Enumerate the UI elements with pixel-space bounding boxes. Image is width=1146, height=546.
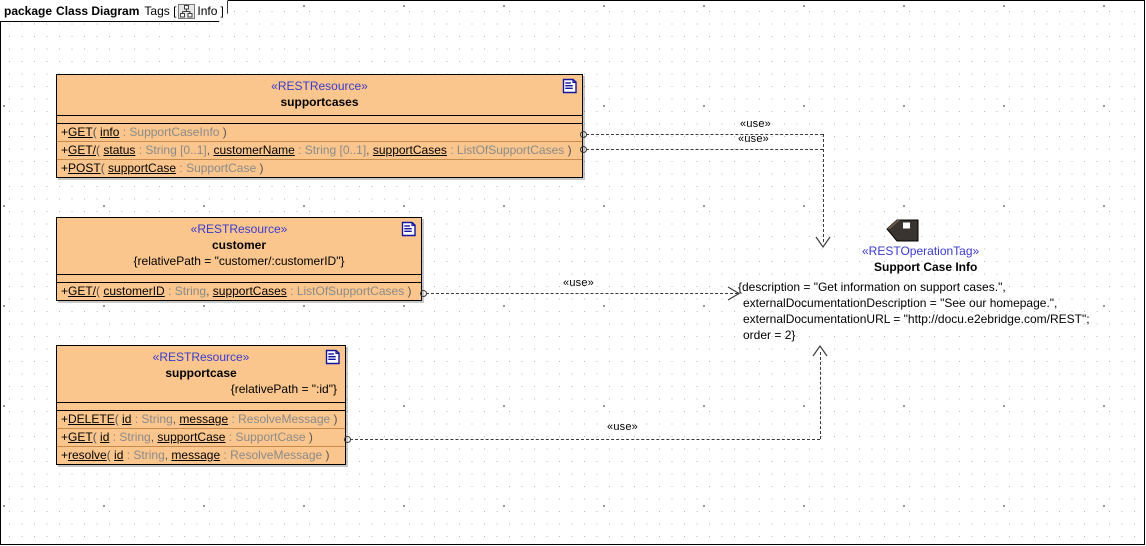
tag-body-line: {description = "Get information on suppo… [738, 280, 1006, 294]
connector-use-4-arrowhead [812, 344, 828, 357]
class-operations-supportcases: +GET( info : SupportCaseInfo ) +GET/( st… [57, 124, 582, 177]
connector-use-4-label: «use» [607, 421, 638, 433]
connector-use-4-horizontal[interactable] [350, 439, 820, 440]
class-property: {relativePath = "customer/:customerID"} [133, 254, 345, 268]
class-attributes-compartment [57, 402, 345, 411]
tag-body: {description = "Get information on suppo… [738, 279, 1138, 343]
package-header-tab[interactable]: package Class Diagram Tags [ Info ] [0, 0, 228, 22]
class-header-supportcase: «RESTResource» supportcase {relativePath… [57, 346, 345, 402]
operation-row[interactable]: +GET/( customerID : String, supportCases… [61, 284, 412, 298]
tags-label: Tags [ [144, 4, 177, 18]
tags-close: ] [220, 4, 224, 18]
hierarchy-icon [180, 5, 193, 18]
operation-row[interactable]: +POST( supportCase : SupportCase ) [61, 161, 264, 175]
tag-body-line: externalDocumentationURL = "http://docu.… [743, 312, 1090, 326]
tag-body-line: externalDocumentationDescription = "See … [743, 296, 1058, 310]
connector-use-3-horizontal[interactable] [426, 293, 738, 294]
class-operations-supportcase: +DELETE( id : String, message : ResolveM… [57, 411, 345, 464]
connector-use-2-label: «use» [738, 133, 769, 145]
connector-use-2-arrowhead [815, 236, 831, 249]
class-supportcases[interactable]: «RESTResource» supportcases +GET( info :… [56, 74, 583, 178]
tag-body-line: order = 2} [743, 328, 796, 342]
class-name: supportcase [165, 366, 237, 380]
operation-row[interactable]: +DELETE( id : String, message : ResolveM… [57, 411, 345, 429]
connector-use-2-horizontal[interactable] [586, 149, 823, 150]
package-name: Class Diagram [56, 4, 140, 18]
class-customer[interactable]: «RESTResource» customer {relativePath = … [56, 217, 422, 301]
class-property: {relativePath = ":id"} [230, 382, 337, 396]
tag-stereotype: «RESTOperationTag» [862, 244, 980, 258]
class-stereotype: «RESTResource» [152, 350, 250, 364]
class-supportcase[interactable]: «RESTResource» supportcase {relativePath… [56, 345, 346, 465]
document-note-icon[interactable] [562, 78, 578, 94]
class-attributes-compartment [57, 274, 421, 283]
operation-row[interactable]: +GET/( status : String [0..1], customerN… [57, 142, 582, 160]
connector-use-1-horizontal[interactable] [586, 134, 823, 135]
tag-name: Support Case Info [874, 260, 978, 274]
connector-use-3-label: «use» [563, 277, 594, 289]
document-note-icon[interactable] [325, 349, 341, 365]
package-keyword: package [4, 4, 53, 18]
class-operations-customer: +GET/( customerID : String, supportCases… [57, 283, 421, 300]
tag-icon-wrap [738, 218, 1138, 244]
class-name: supportcases [280, 95, 359, 109]
document-note-icon[interactable] [401, 221, 417, 237]
class-stereotype: «RESTResource» [271, 79, 368, 93]
class-header-customer: «RESTResource» customer {relativePath = … [57, 218, 421, 274]
operation-row[interactable]: +GET( info : SupportCaseInfo ) [57, 124, 582, 142]
class-header-supportcases: «RESTResource» supportcases [57, 75, 582, 115]
connector-use-3-arrowhead [727, 286, 741, 301]
class-attributes-compartment [57, 115, 582, 124]
tag-icon [886, 219, 919, 242]
info-text: Info [197, 4, 218, 18]
connector-use-2-vertical[interactable] [823, 134, 824, 242]
connector-use-4-vertical[interactable] [820, 352, 821, 439]
operation-row[interactable]: +resolve( id : String, message : Resolve… [61, 448, 330, 462]
class-stereotype: «RESTResource» [190, 222, 288, 236]
operation-row[interactable]: +GET( id : String, supportCase : Support… [57, 429, 345, 447]
connector-use-1-label: «use» [740, 118, 771, 130]
class-name: customer [211, 238, 267, 252]
info-icon[interactable] [178, 4, 195, 19]
tag-node-support-case-info[interactable]: «RESTOperationTag» Support Case Info {de… [738, 218, 1138, 343]
